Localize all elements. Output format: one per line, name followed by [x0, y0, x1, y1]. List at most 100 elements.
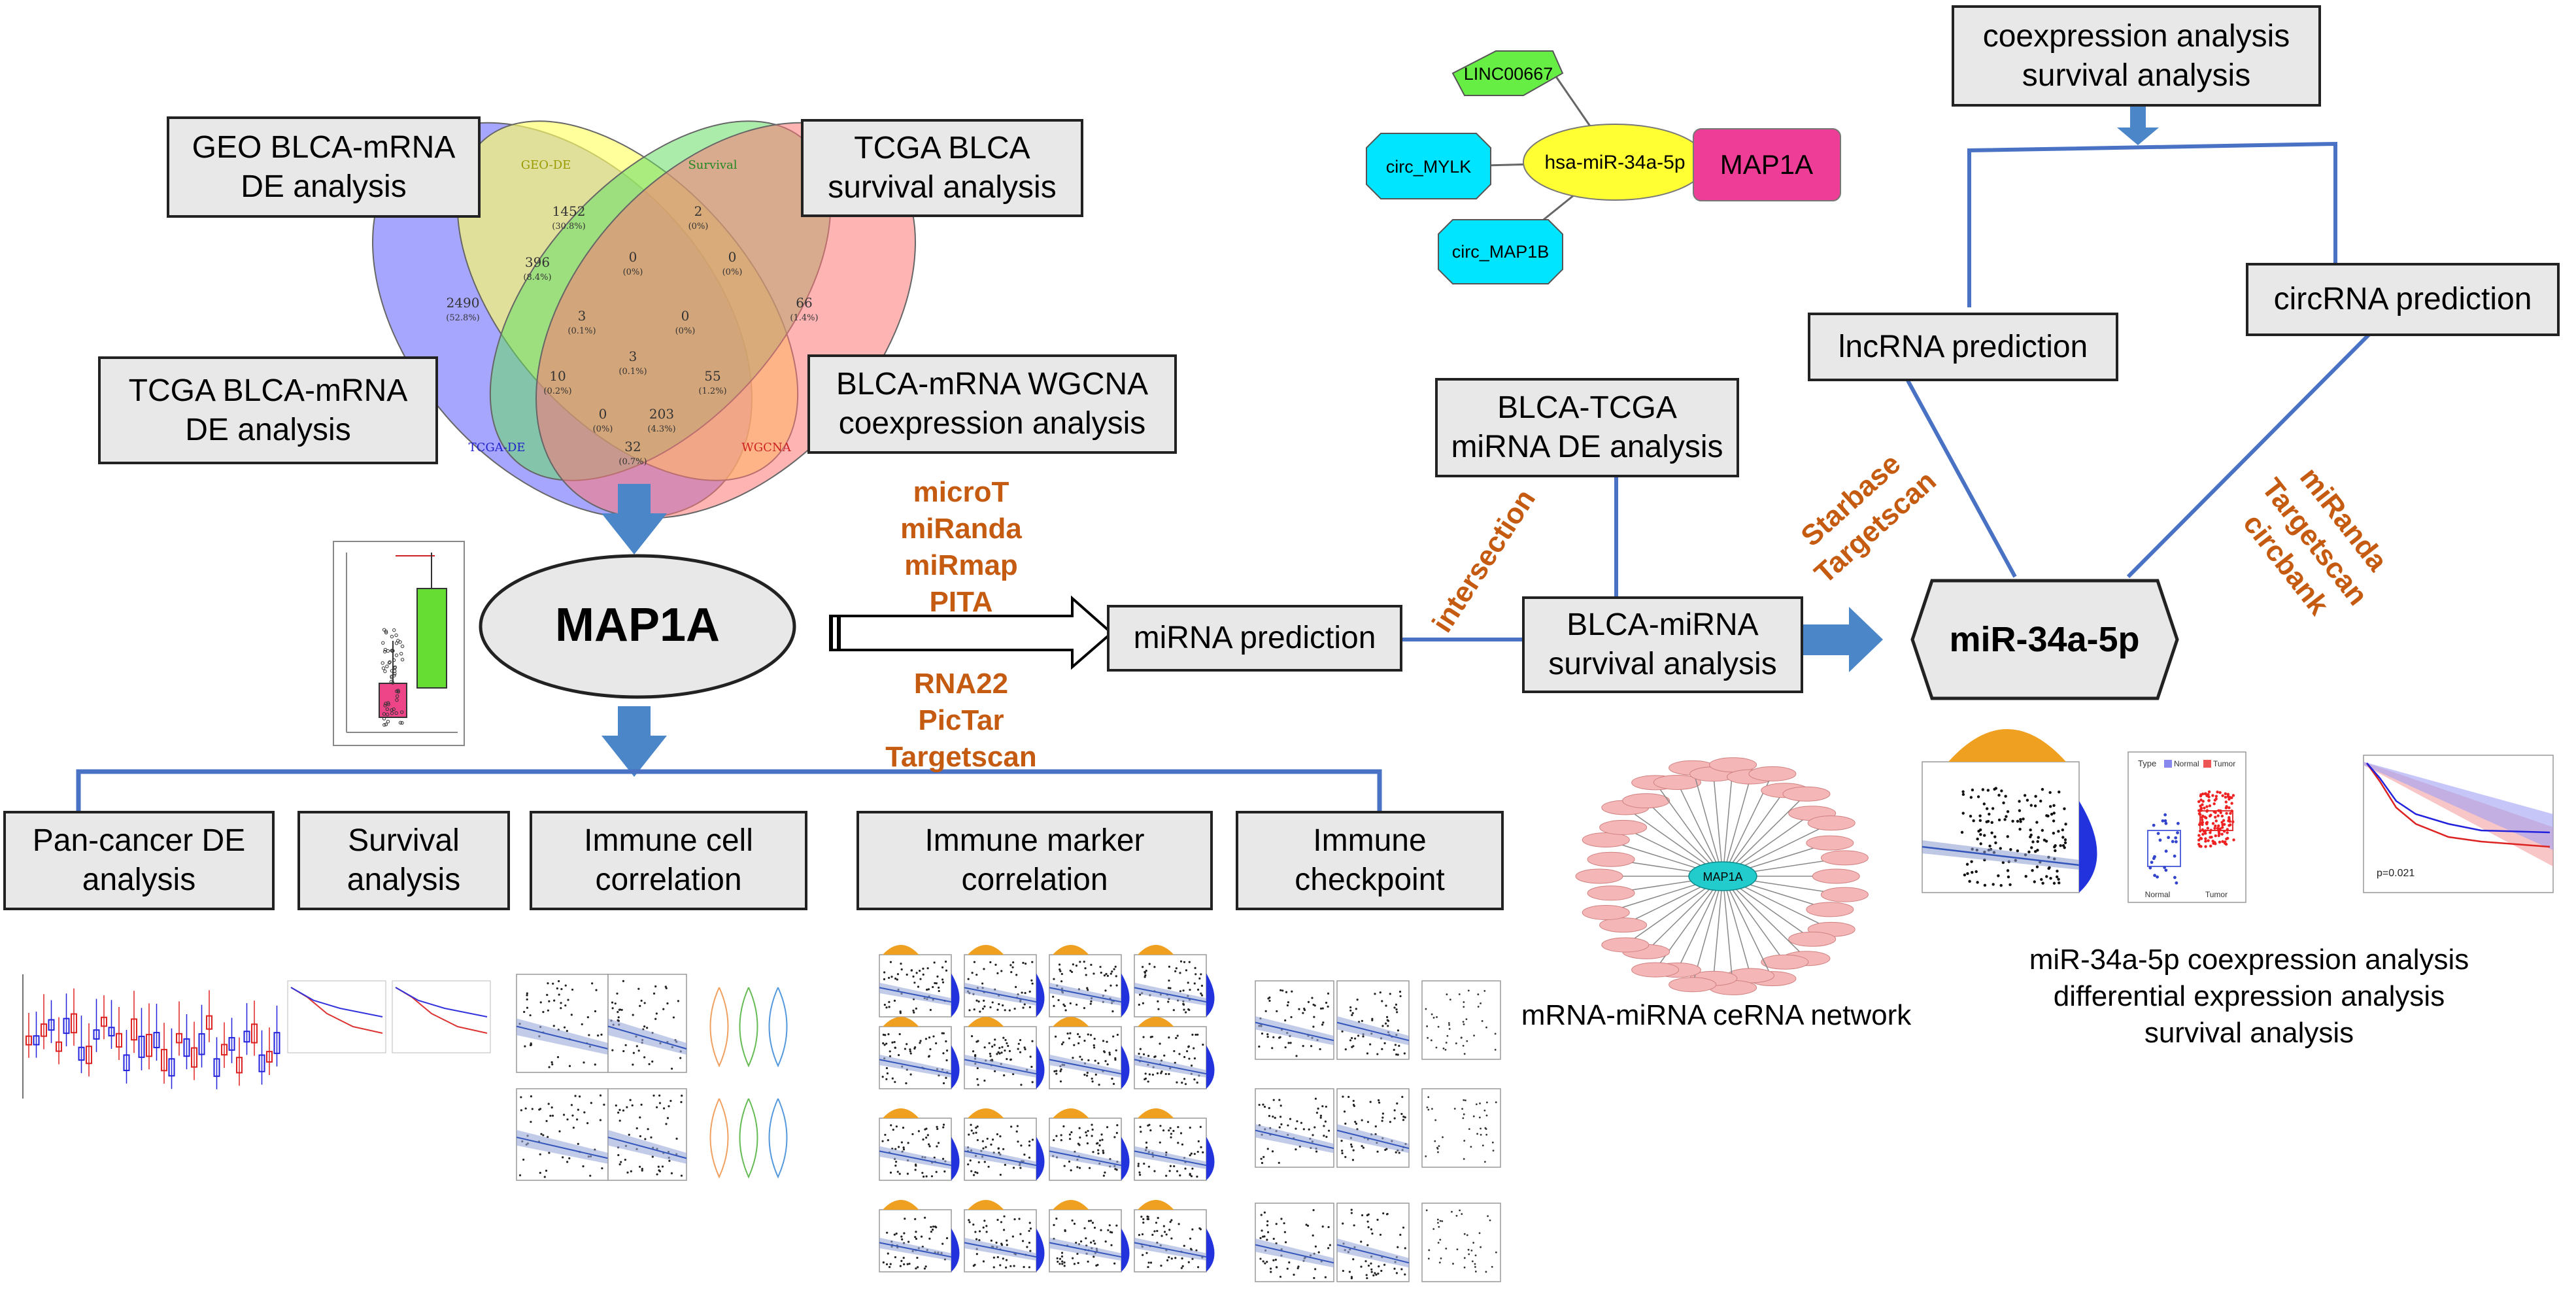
scatter-dot: [1287, 1042, 1290, 1044]
mir-box-dot-tumor: [2214, 824, 2217, 828]
scatter-dot: [1139, 1048, 1142, 1050]
star-edge: [1722, 876, 1752, 976]
density-top: [883, 1108, 919, 1118]
scatter-dot: [1085, 974, 1087, 976]
checkpoint-dot: [1467, 989, 1470, 992]
mir-scatter-dot: [2048, 805, 2052, 808]
scatter-dot: [548, 1152, 551, 1154]
scatter-dot: [1005, 1266, 1008, 1269]
density-top: [1053, 945, 1089, 955]
scatter-dot: [1091, 1128, 1094, 1131]
scatter-dot: [1072, 1057, 1074, 1059]
scatter-dot: [909, 1052, 912, 1055]
scatter-dot: [1177, 1142, 1179, 1144]
scatter-dot: [1019, 1038, 1022, 1042]
scatter-dot: [1283, 1231, 1286, 1233]
scatter-dot: [1149, 1129, 1152, 1132]
boxplot-dot: [400, 721, 404, 725]
scatter-dot: [1157, 1216, 1159, 1220]
venn-count: 3: [629, 349, 637, 364]
mir-scatter-dot: [2019, 820, 2022, 823]
checkpoint-dot: [1437, 1242, 1440, 1244]
box-surv-line1: Survival: [348, 823, 460, 858]
mir-scatter-dot: [1991, 807, 1995, 810]
scatter-dot: [1199, 1228, 1202, 1231]
scatter-dot: [925, 1127, 928, 1130]
scatter-dot: [1353, 1224, 1355, 1227]
scatter-dot: [976, 1067, 979, 1070]
checkpoint-dot: [1478, 1116, 1481, 1119]
scatter-dot: [1145, 1141, 1148, 1144]
scatter-dot: [913, 1047, 916, 1050]
scatter-dot: [617, 1153, 620, 1157]
pan-box: [116, 1033, 122, 1048]
scatter-dot: [1168, 1036, 1170, 1039]
scatter-dot: [1072, 963, 1074, 966]
scatter-dot: [576, 1118, 579, 1121]
scatter-dot: [1353, 1104, 1355, 1108]
box-tcga-surv-line1: TCGA BLCA: [854, 131, 1030, 165]
scatter-dot: [1287, 1124, 1289, 1127]
scatter-dot: [1313, 1004, 1316, 1007]
scatter-dot: [915, 1267, 917, 1270]
scatter-dot: [1015, 985, 1017, 988]
scatter-dot: [908, 1263, 911, 1265]
caption-mir-line1: miR-34a-5p coexpression analysis: [2029, 944, 2469, 976]
star-leaf-node: [1622, 793, 1670, 809]
box-mirna-pred-label: miRNA prediction: [1133, 621, 1376, 655]
mir-scatter-dot: [2061, 828, 2065, 832]
boxplot-dot: [395, 698, 399, 702]
scatter-dot: [1262, 1235, 1264, 1238]
scatter-dot: [969, 1159, 972, 1162]
venn-count: 55: [704, 368, 720, 384]
checkpoint-dot: [1468, 1128, 1470, 1131]
scatter-dot: [552, 982, 554, 985]
scatter-dot: [934, 1225, 937, 1228]
scatter-dot: [666, 1002, 669, 1005]
scatter-dot: [1283, 1222, 1285, 1225]
scatter-dot: [654, 985, 657, 988]
checkpoint-dot: [1479, 1102, 1481, 1104]
scatter-dot: [1266, 1238, 1268, 1241]
mir-km-curve-red: [2365, 762, 2551, 848]
star-edge: [1676, 876, 1723, 970]
scatter-dot: [937, 1142, 940, 1144]
mir-scatter-dot: [2003, 818, 2007, 821]
scatter-dot: [1072, 1257, 1074, 1259]
scatter-dot: [1274, 1258, 1277, 1261]
pan-box: [138, 1035, 145, 1058]
checkpoint-dot: [1448, 1024, 1450, 1026]
scatter-dot: [1013, 1008, 1016, 1010]
scatter-dot: [639, 1165, 641, 1168]
scatter-dot: [1002, 1257, 1004, 1260]
scatter-dot: [1091, 1123, 1093, 1126]
scatter-dot: [1142, 1221, 1145, 1224]
scatter-dot: [1000, 1244, 1004, 1246]
density-top: [968, 1108, 1004, 1118]
scatter-dot: [1296, 1120, 1298, 1123]
mir-box-dot-tumor: [2231, 794, 2235, 797]
scatter-dot: [1029, 1250, 1032, 1252]
star-leaf-node: [1807, 815, 1856, 831]
scatter-dot: [941, 981, 945, 983]
scatter-ci: [1255, 1238, 1334, 1268]
checkpoint-dot: [1444, 1048, 1447, 1051]
scatter-dot: [1185, 1011, 1187, 1014]
scatter-dot: [654, 1017, 657, 1020]
mir-scatter-dot: [1974, 870, 1978, 874]
mir-box-dot-tumor: [2224, 795, 2228, 799]
scatter-dot: [885, 1263, 889, 1266]
scatter-dot: [1385, 1016, 1389, 1018]
scatter-dot: [1068, 1160, 1071, 1163]
scatter-dot: [1370, 1268, 1373, 1271]
scatter-dot: [1028, 1221, 1031, 1224]
scatter-dot: [914, 1169, 917, 1171]
scatter-dot: [520, 1096, 522, 1099]
scatter-dot: [558, 1130, 561, 1133]
scatter-dot: [889, 1171, 892, 1174]
scatter-ci: [1337, 1238, 1409, 1268]
scatter-dot: [1006, 1057, 1008, 1061]
scatter-dot: [1028, 1144, 1031, 1147]
checkpoint-panel: [1421, 1088, 1501, 1168]
mir-box-dot-tumor: [2218, 840, 2222, 844]
